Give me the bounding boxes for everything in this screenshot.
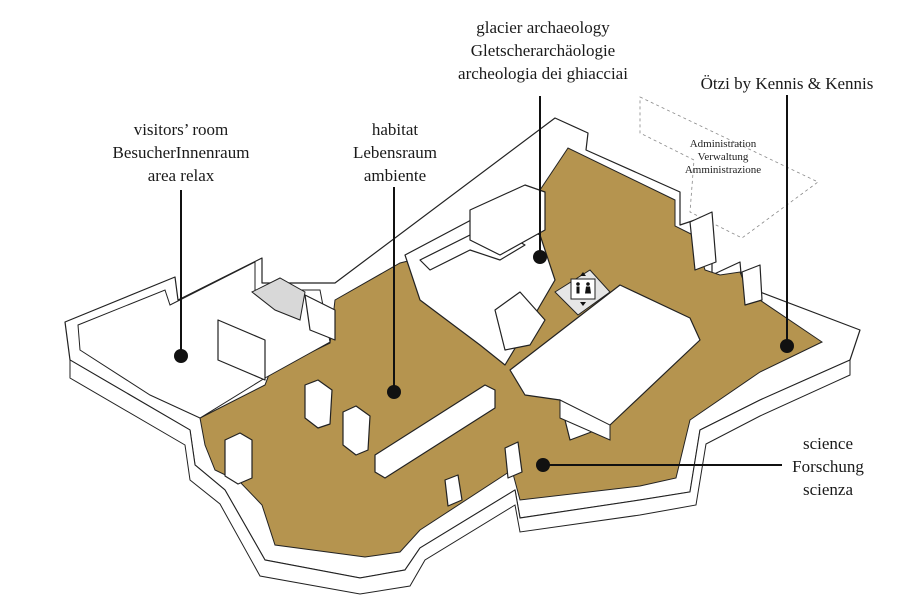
glacier-archaeology-label-en: glacier archaeology <box>476 18 610 37</box>
science-label-en: science <box>802 434 854 453</box>
upper-block <box>469 184 546 256</box>
administration-label-it: Amministrazione <box>684 164 762 176</box>
display-case-long <box>374 384 496 479</box>
right-block-face <box>559 399 611 441</box>
right-wall-stub-1 <box>689 211 717 271</box>
visitors-room-label-en: visitors’ room <box>133 120 229 139</box>
interior-wall-1 <box>217 319 266 381</box>
visitors-room-label: visitors’ room BesucherInnenraum area re… <box>86 118 276 187</box>
display-case-2 <box>342 405 371 456</box>
habitat-label-it: ambiente <box>363 166 427 185</box>
otzi-marker <box>780 339 794 353</box>
left-wall-stub <box>224 432 253 485</box>
display-case-1 <box>304 379 333 429</box>
habitat-label-de: Lebensraum <box>352 143 438 162</box>
science-label-it: scienza <box>802 480 854 499</box>
glacier-archaeology-label: glacier archaeology Gletscherarchäologie… <box>428 16 658 85</box>
right-wall-stub-2 <box>741 264 763 306</box>
administration-area-outline <box>639 96 819 239</box>
visitors-room-label-de: BesucherInnenraum <box>112 143 250 162</box>
habitat-marker <box>387 385 401 399</box>
habitat-label-en: habitat <box>371 120 419 139</box>
restroom-icon <box>570 278 596 300</box>
elevator-arrows-icon <box>580 272 586 306</box>
science-marker <box>536 458 550 472</box>
administration-label-en: Administration <box>689 138 757 150</box>
stairs-top <box>251 277 306 321</box>
habitat-label: habitat Lebensraum ambiente <box>320 118 470 187</box>
glacier-archaeology-label-it: archeologia dei ghiacciai <box>458 64 628 83</box>
visitors-room-marker <box>174 349 188 363</box>
administration-label-de: Verwaltung <box>697 151 749 163</box>
bottom-wall-stub <box>504 441 523 479</box>
interior-wall-2 <box>304 294 336 341</box>
science-label-de: Forschung <box>792 457 864 476</box>
science-label: science Forschung scienza <box>778 432 878 501</box>
outer-wall-face <box>69 359 851 595</box>
glacier-archaeology-marker <box>533 250 547 264</box>
glacier-archaeology-label-de: Gletscherarchäologie <box>470 41 616 60</box>
visitors-room-label-it: area relax <box>147 166 215 185</box>
otzi-label-en: Ötzi by Kennis & Kennis <box>700 74 874 93</box>
administration-label: Administration Verwaltung Amministrazion… <box>660 138 786 177</box>
otzi-label: Ötzi by Kennis & Kennis <box>676 72 898 95</box>
bottom-left-wall-stub <box>444 474 463 507</box>
staircase <box>494 291 546 351</box>
